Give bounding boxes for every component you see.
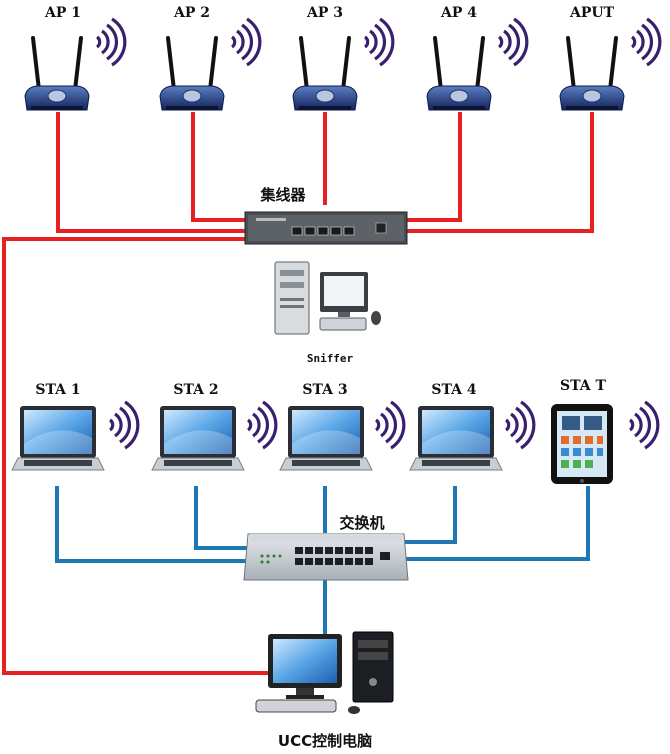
sta-3-wifi-icon (374, 400, 406, 450)
sta-3-laptop-icon (279, 405, 373, 471)
link-sta1-switch (55, 486, 248, 563)
switch-icon (243, 533, 409, 581)
ap-4-router-icon (425, 36, 493, 112)
ap-1-wifi-icon (95, 17, 127, 67)
sta-t-tablet-icon (551, 404, 613, 484)
ucc-computer-icon (255, 631, 394, 714)
sta-1-laptop-icon (11, 405, 105, 471)
ap-2-wifi-icon (230, 17, 262, 67)
blue-links (55, 486, 590, 634)
ap-1-router-icon (23, 36, 91, 112)
link-sta2-switch (194, 486, 248, 550)
sta-2-wifi-icon (246, 400, 278, 450)
hub-icon (244, 211, 408, 245)
link-stat-switch (405, 486, 590, 561)
aput-wifi-icon (630, 17, 662, 67)
link-ap1-hub (56, 112, 248, 233)
ap-4-label: AP 4 (440, 5, 478, 21)
link-ap2-hub (191, 112, 248, 222)
sta-t-label: STA T (560, 378, 606, 394)
sta-2-label: STA 2 (173, 382, 219, 398)
sta-t-wifi-icon (628, 400, 660, 450)
sta-4-laptop-icon (409, 405, 503, 471)
sta-4-wifi-icon (504, 400, 536, 450)
ap-2-label: AP 2 (173, 5, 211, 21)
sta-1-wifi-icon (108, 400, 140, 450)
sta-2-laptop-icon (151, 405, 245, 471)
ap-1-label: AP 1 (44, 5, 82, 21)
sta-1-label: STA 1 (35, 382, 81, 398)
link-aput-hub (405, 112, 594, 233)
ucc-label: UCC控制电脑 (277, 732, 373, 750)
link-hub-ucc (2, 237, 268, 675)
switch-label: 交换机 (339, 514, 385, 532)
link-ap4-hub (405, 112, 462, 222)
aput-router-icon (558, 36, 626, 112)
sta-3-label: STA 3 (302, 382, 348, 398)
sniffer-label: Sniffer (306, 352, 354, 365)
sta-4-label: STA 4 (431, 382, 477, 398)
ap-3-router-icon (291, 36, 359, 112)
hub-label: 集线器 (260, 186, 306, 204)
sniffer-computer-icon (274, 261, 381, 335)
ap-3-wifi-icon (363, 17, 395, 67)
link-sta4-switch (405, 486, 457, 544)
ap-4-wifi-icon (497, 17, 529, 67)
aput-label: APUT (569, 5, 615, 21)
ap-3-label: AP 3 (306, 5, 344, 21)
red-links (2, 112, 594, 675)
ap-2-router-icon (158, 36, 226, 112)
